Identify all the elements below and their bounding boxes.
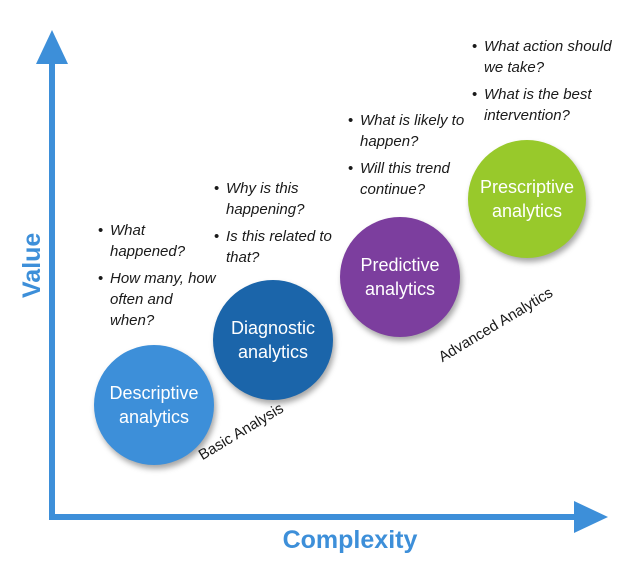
diagnostic-analytics-circle: Diagnostic analytics	[213, 280, 333, 400]
circle-label-line1: Descriptive	[109, 383, 199, 403]
y-axis-label: Value	[18, 232, 46, 298]
question-item: What is likely to happen?	[348, 110, 478, 152]
circle-label-line2: analytics	[118, 407, 190, 427]
circle-label-line2: analytics	[237, 342, 309, 362]
question-item: What action should we take?	[472, 36, 622, 78]
question-item: Will this trend continue?	[348, 158, 478, 200]
circle-label-line2: analytics	[364, 279, 436, 299]
question-item: How many, how often and when?	[98, 268, 218, 331]
predictive-analytics-circle: Predictive analytics	[340, 217, 460, 337]
prescriptive-analytics-circle: Prescriptive analytics	[468, 140, 586, 258]
circle-label-line1: Predictive	[360, 255, 440, 275]
descriptive-analytics-circle: Descriptive analytics	[94, 345, 214, 465]
descriptive-questions: What happened? How many, how often and w…	[98, 220, 218, 337]
predictive-questions: What is likely to happen? Will this tren…	[348, 110, 478, 206]
y-axis-arrow	[36, 30, 68, 64]
diagnostic-questions: Why is this happening? Is this related t…	[214, 178, 334, 274]
circle-label-line2: analytics	[491, 201, 563, 221]
x-axis-arrow	[574, 501, 608, 533]
question-item: Is this related to that?	[214, 226, 334, 268]
question-item: Why is this happening?	[214, 178, 334, 220]
circle-label-line1: Diagnostic	[230, 318, 316, 338]
question-item: What is the best intervention?	[472, 84, 622, 126]
x-axis-label: Complexity	[282, 526, 418, 554]
question-item: What happened?	[98, 220, 218, 262]
circle-label-line1: Prescriptive	[479, 177, 575, 197]
prescriptive-questions: What action should we take? What is the …	[472, 36, 622, 132]
